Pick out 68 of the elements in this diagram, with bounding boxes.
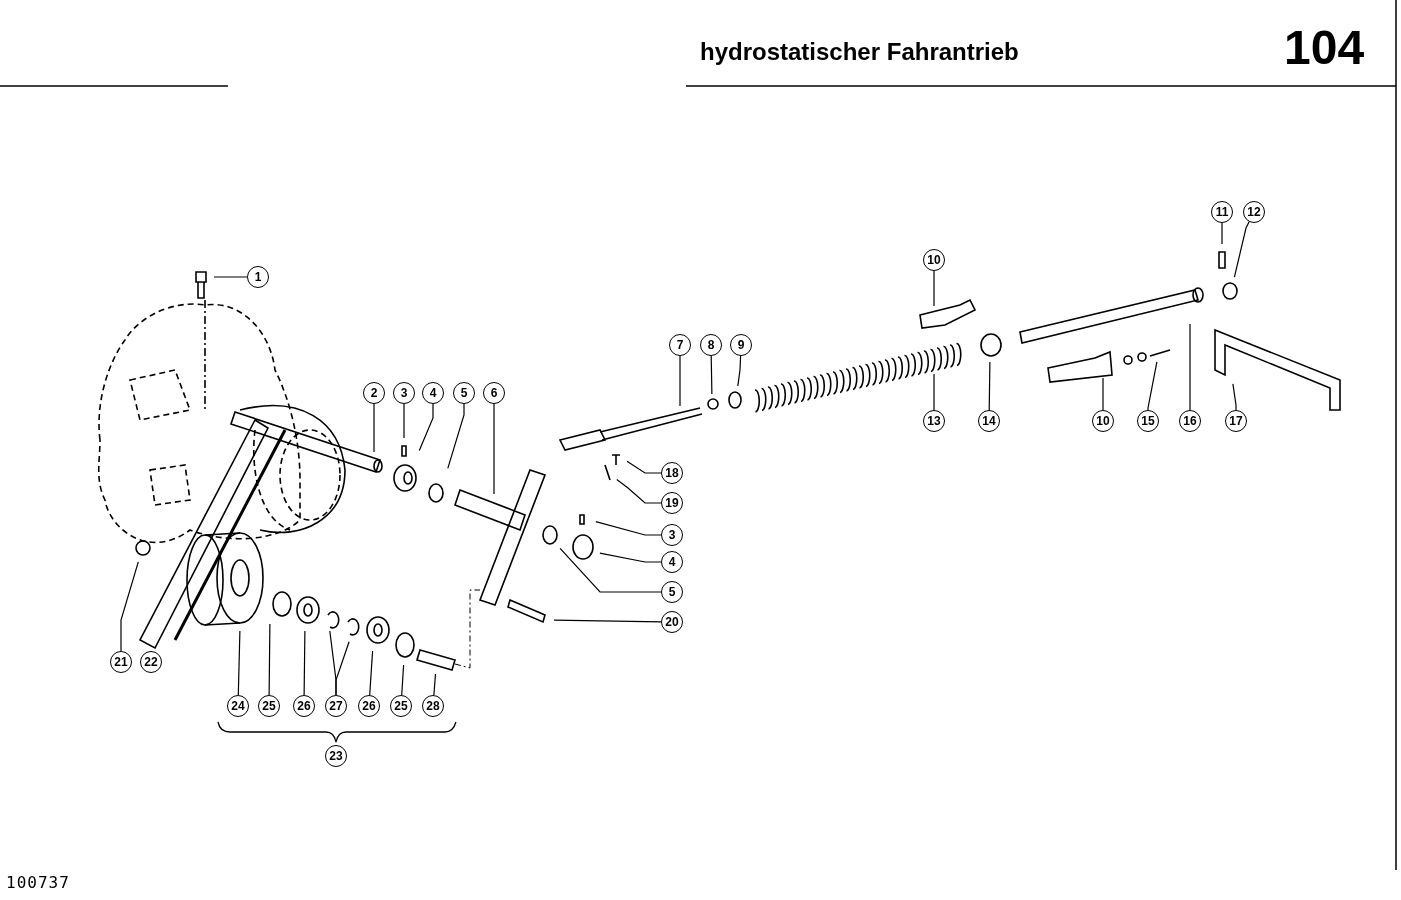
callout-number: 4 — [661, 551, 683, 573]
leader-line — [369, 650, 374, 696]
page-title: hydrostatischer Fahrantrieb — [700, 38, 1019, 66]
leader-line — [553, 619, 662, 623]
callout-number: 10 — [923, 249, 945, 271]
leader-line — [120, 561, 139, 652]
leader-line — [599, 552, 662, 563]
callout-number: 6 — [483, 382, 505, 404]
callout-number: 10 — [1092, 410, 1114, 432]
leader-line — [710, 355, 713, 395]
drawing-number: 100737 — [6, 873, 70, 892]
leader-line — [933, 270, 935, 307]
callout-number: 7 — [669, 334, 691, 356]
leader-line — [1147, 361, 1158, 411]
callout-number: 13 — [923, 410, 945, 432]
callout-number: 24 — [227, 695, 249, 717]
leader-line — [403, 403, 405, 439]
leader-line — [559, 547, 662, 593]
callout-number: 3 — [661, 524, 683, 546]
callout-number: 25 — [390, 695, 412, 717]
callout-number: 16 — [1179, 410, 1201, 432]
leader-line — [626, 460, 662, 474]
leader-line — [213, 276, 248, 278]
callout-number: 28 — [422, 695, 444, 717]
callout-number: 8 — [700, 334, 722, 356]
leader-line — [1233, 221, 1250, 278]
callout-number: 21 — [110, 651, 132, 673]
leader-line — [303, 630, 306, 696]
leader-line — [237, 630, 241, 696]
callout-number: 20 — [661, 611, 683, 633]
leader-line — [418, 403, 434, 452]
callout-number: 22 — [140, 651, 162, 673]
leader-line — [679, 355, 681, 407]
leader-line — [988, 361, 991, 411]
leader-line — [595, 521, 662, 536]
callout-number: 26 — [358, 695, 380, 717]
leader-line — [1232, 383, 1237, 411]
leader-line — [447, 403, 465, 469]
callout-number: 27 — [325, 695, 347, 717]
callout-number: 5 — [453, 382, 475, 404]
leader-line — [1221, 222, 1223, 245]
callout-number: 14 — [978, 410, 1000, 432]
leader-line — [1189, 323, 1191, 411]
callout-number: 1 — [247, 266, 269, 288]
callout-number: 12 — [1243, 201, 1265, 223]
callout-number: 2 — [363, 382, 385, 404]
callout-number: 4 — [422, 382, 444, 404]
callout-number: 5 — [661, 581, 683, 603]
callout-number: 18 — [661, 462, 683, 484]
leader-line — [335, 641, 350, 696]
callout-number: 3 — [393, 382, 415, 404]
leader-line — [1102, 377, 1104, 411]
leader-line — [616, 479, 662, 504]
page-number: 104 — [1284, 20, 1365, 75]
callout-number: 17 — [1225, 410, 1247, 432]
leader-line — [401, 664, 405, 696]
callout-number: 15 — [1137, 410, 1159, 432]
leader-line — [737, 355, 742, 387]
leader-line — [268, 623, 271, 696]
leader-line — [933, 373, 935, 411]
callout-number: 19 — [661, 492, 683, 514]
callout-number: 9 — [730, 334, 752, 356]
callout-number: 26 — [293, 695, 315, 717]
callout-number: 11 — [1211, 201, 1233, 223]
leader-line — [373, 403, 375, 453]
callout-number: 25 — [258, 695, 280, 717]
leader-line — [493, 403, 495, 495]
leader-line — [433, 673, 437, 696]
